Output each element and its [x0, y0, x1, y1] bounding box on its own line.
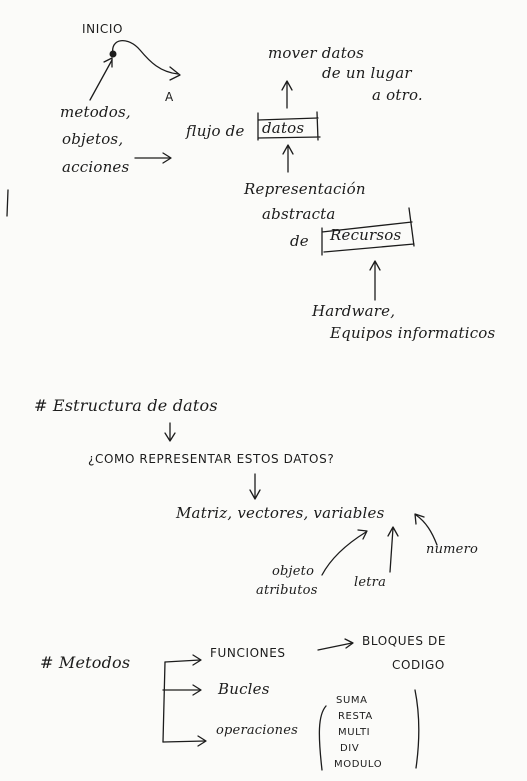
representacion-line3: de	[290, 232, 309, 250]
metodos-arrowhead	[103, 57, 113, 68]
mover-datos-line3: a otro.	[372, 86, 423, 104]
bucles-label: Bucles	[218, 680, 270, 698]
op-modulo: MODULO	[334, 759, 383, 770]
bucles-arrowhead	[192, 684, 202, 696]
atributos-label: atributos	[256, 583, 318, 598]
mover-datos-line1: mover datos	[268, 44, 365, 62]
hardware-up-arrowhead	[369, 260, 381, 271]
recursos-box	[321, 207, 415, 256]
objeto-arrowhead	[357, 529, 368, 540]
objetos-label: objetos,	[62, 130, 124, 148]
datos-box	[257, 111, 321, 141]
mover-datos-line2: de un lugar	[322, 64, 412, 82]
estructura-down-arrowhead	[164, 432, 176, 442]
metodos-label: metodos,	[60, 103, 131, 121]
objeto-to-variables-arrow	[321, 531, 367, 576]
repr-up-arrowhead	[282, 144, 294, 155]
inicio-arrowhead	[169, 66, 181, 81]
bloques-arrowhead	[344, 638, 354, 649]
op-resta: RESTA	[338, 711, 373, 722]
objeto-label: objeto	[272, 564, 315, 579]
letra-arrowhead	[387, 526, 399, 537]
acciones-label: acciones	[62, 158, 130, 176]
numero-label: numero	[426, 542, 479, 557]
estructura-question: ¿COMO REPRESENTAR ESTOS DATOS?	[88, 452, 335, 466]
funciones-to-bloques-arrow	[317, 642, 353, 651]
bloques-line1: BLOQUES DE	[362, 634, 446, 648]
letra-label: letra	[354, 575, 387, 590]
acciones-arrowhead	[162, 152, 172, 164]
op-div: DIV	[340, 743, 360, 754]
estructura-heading: # Estructura de datos	[34, 396, 218, 415]
question-down-arrowhead	[249, 489, 261, 500]
margin-mark	[6, 189, 9, 217]
flujo-de-label: flujo de	[186, 122, 245, 140]
metodos-heading: # Metodos	[40, 653, 131, 672]
op-multi: MULTI	[338, 727, 371, 738]
bloques-line2: CODIGO	[392, 658, 445, 672]
recursos-label: Recursos	[330, 226, 402, 244]
datos-label: datos	[262, 119, 305, 137]
metodos-to-operaciones-arrow	[162, 740, 206, 743]
metodos-to-funciones-arrow	[164, 659, 201, 663]
ops-right-bracket	[414, 689, 420, 769]
representacion-line2: abstracta	[262, 205, 336, 223]
a-label: A	[165, 90, 174, 104]
funciones-arrowhead	[192, 654, 202, 666]
datos-up-arrowhead	[281, 80, 293, 91]
ops-left-bracket	[318, 705, 327, 771]
inicio-label: INICIO	[82, 22, 124, 36]
letra-to-variables-arrow	[389, 527, 394, 573]
inicio-curve-arrow	[112, 40, 179, 75]
numero-to-variables-arrow	[415, 514, 438, 546]
operaciones-arrowhead	[197, 735, 207, 747]
metodos-brace-vertical	[162, 661, 166, 743]
hardware-line1: Hardware,	[312, 302, 396, 320]
hardware-line2: Equipos informaticos	[330, 324, 496, 342]
representacion-line1: Representación	[244, 180, 366, 198]
op-suma: SUMA	[336, 695, 368, 706]
estructura-list: Matriz, vectores, variables	[176, 504, 385, 522]
operaciones-label: operaciones	[216, 723, 299, 738]
metodos-to-start-arrow	[89, 59, 113, 101]
numero-arrowhead	[414, 513, 425, 525]
funciones-label: FUNCIONES	[210, 646, 286, 660]
